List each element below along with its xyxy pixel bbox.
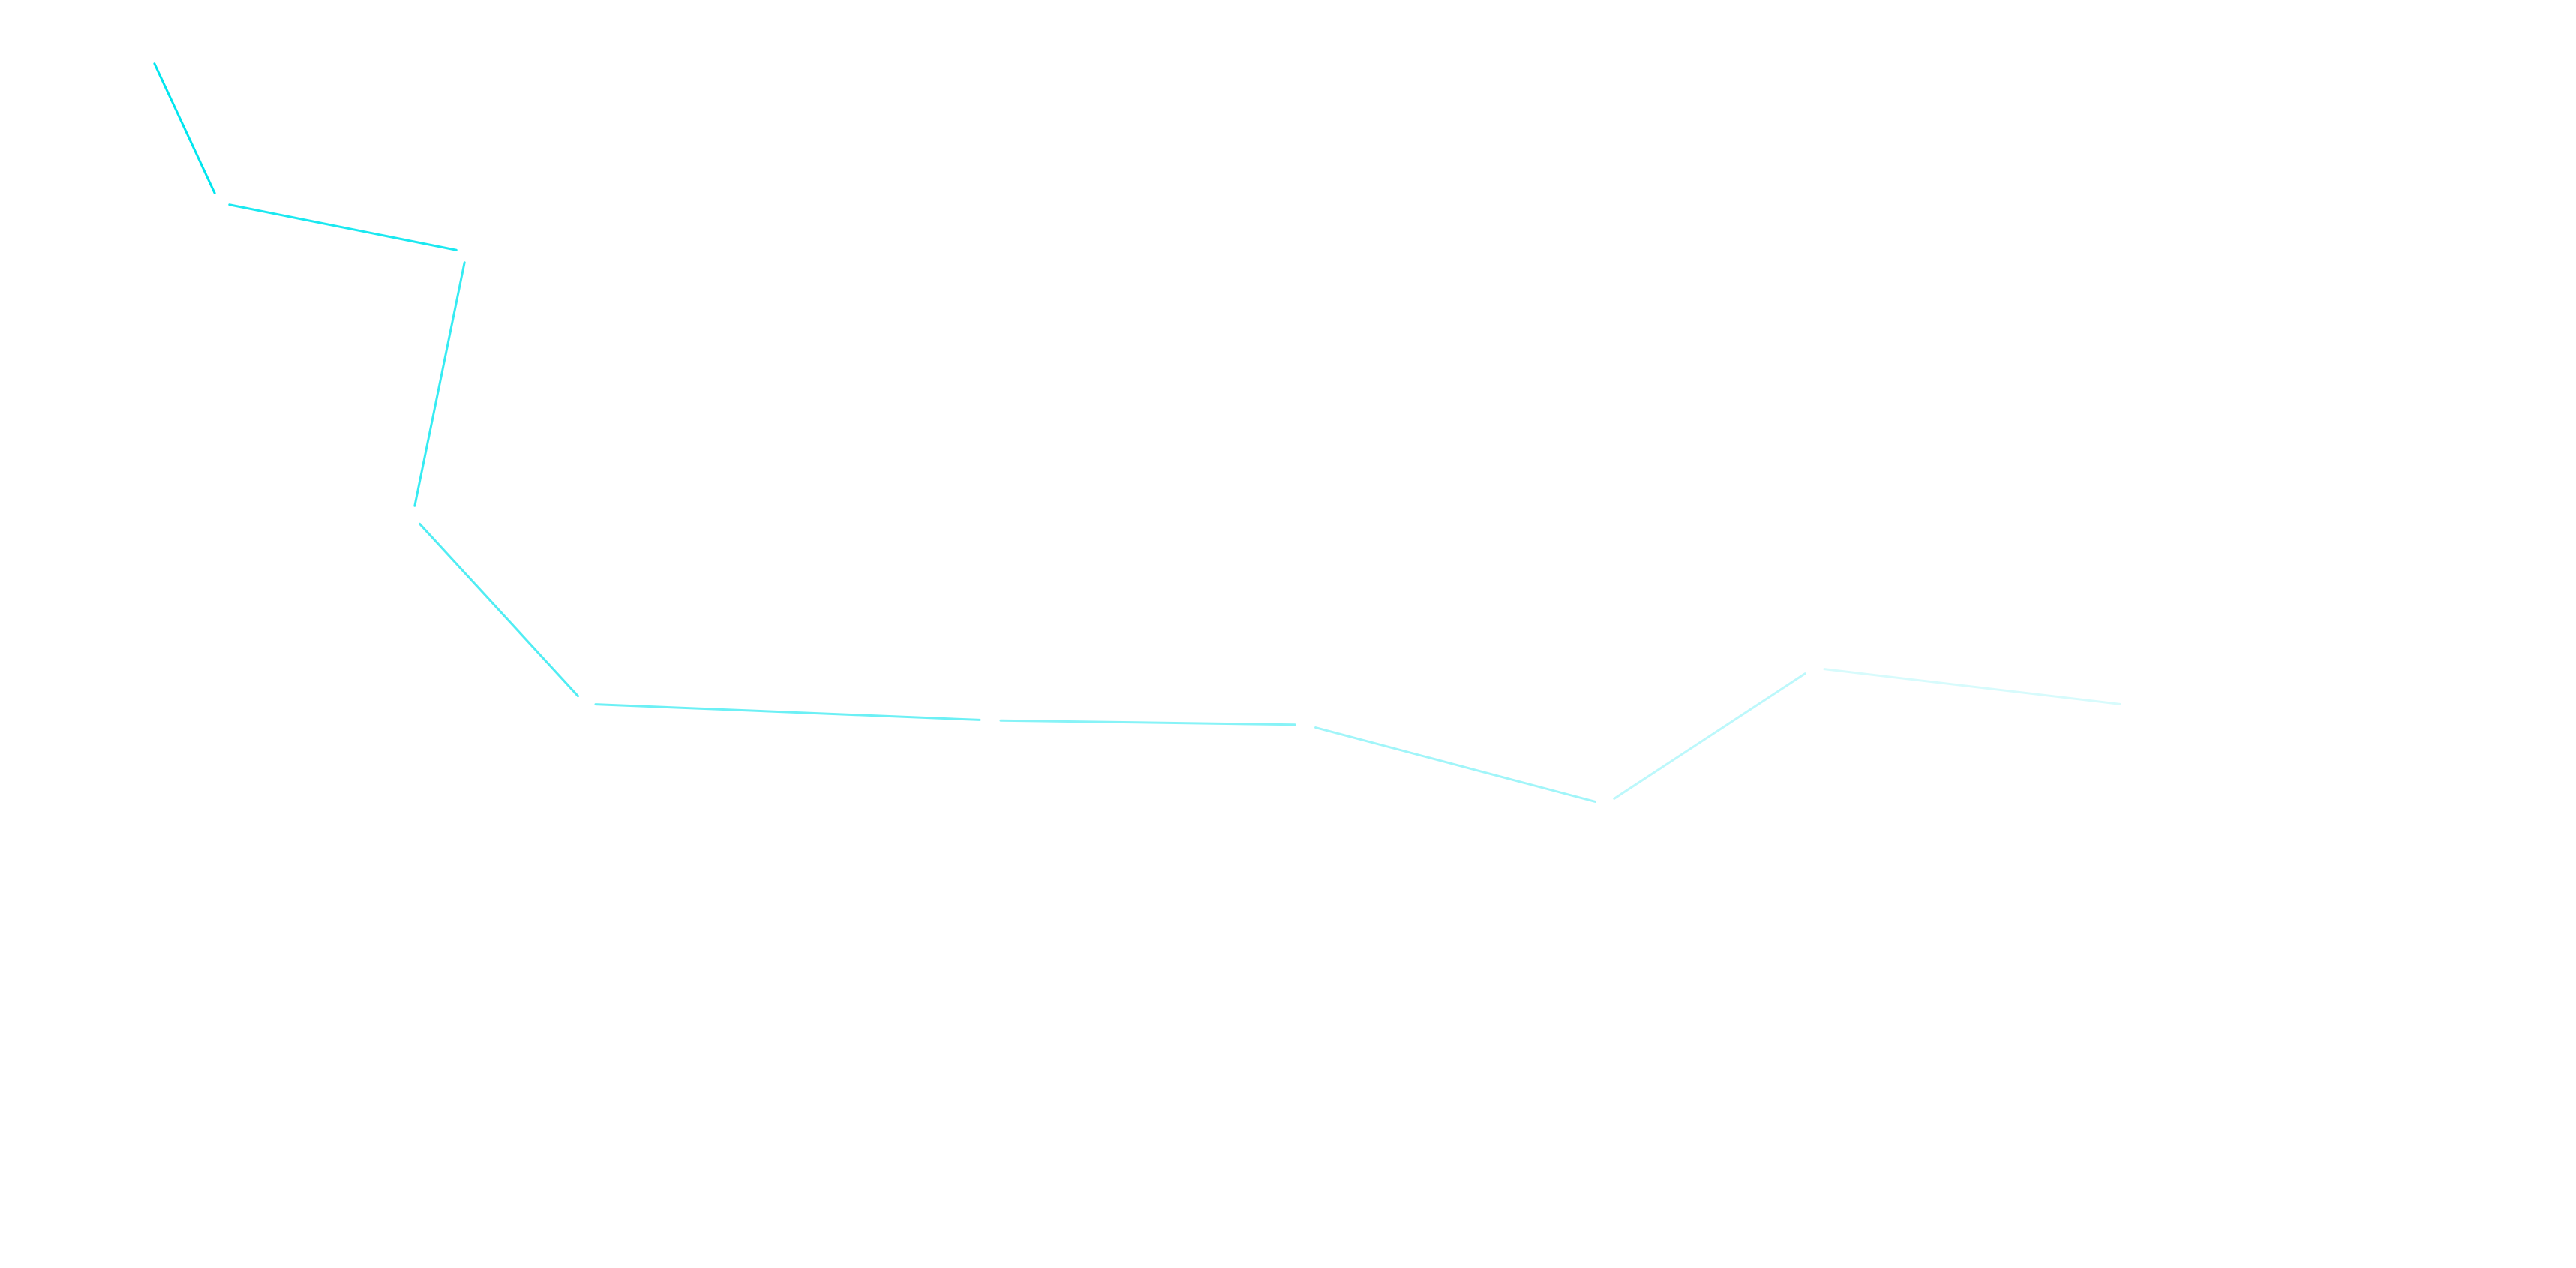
series-0-point-4 xyxy=(584,703,586,705)
series-0-segment-3 xyxy=(418,522,580,698)
series-0-point-5 xyxy=(989,720,991,721)
series-0-point-9 xyxy=(2130,705,2131,706)
series-0-segment-8 xyxy=(1823,668,2121,705)
series-0-segment-7 xyxy=(1613,672,1806,800)
series-0-segment-2 xyxy=(413,261,466,507)
series-0-segment-0 xyxy=(153,62,216,194)
series-0-point-6 xyxy=(1305,724,1306,726)
series-0-point-2 xyxy=(466,251,467,253)
series-0-point-8 xyxy=(1813,667,1815,669)
series-0-point-3 xyxy=(412,515,413,517)
series-0-point-1 xyxy=(218,202,220,203)
series-0-point-7 xyxy=(1605,804,1606,805)
series-0-point-0 xyxy=(149,53,151,55)
series-0-segment-5 xyxy=(999,719,1296,726)
series-0-segment-4 xyxy=(594,703,981,721)
series-0-segment-1 xyxy=(228,203,458,251)
series-0-segment-6 xyxy=(1314,726,1596,803)
series-layer xyxy=(149,53,2131,805)
